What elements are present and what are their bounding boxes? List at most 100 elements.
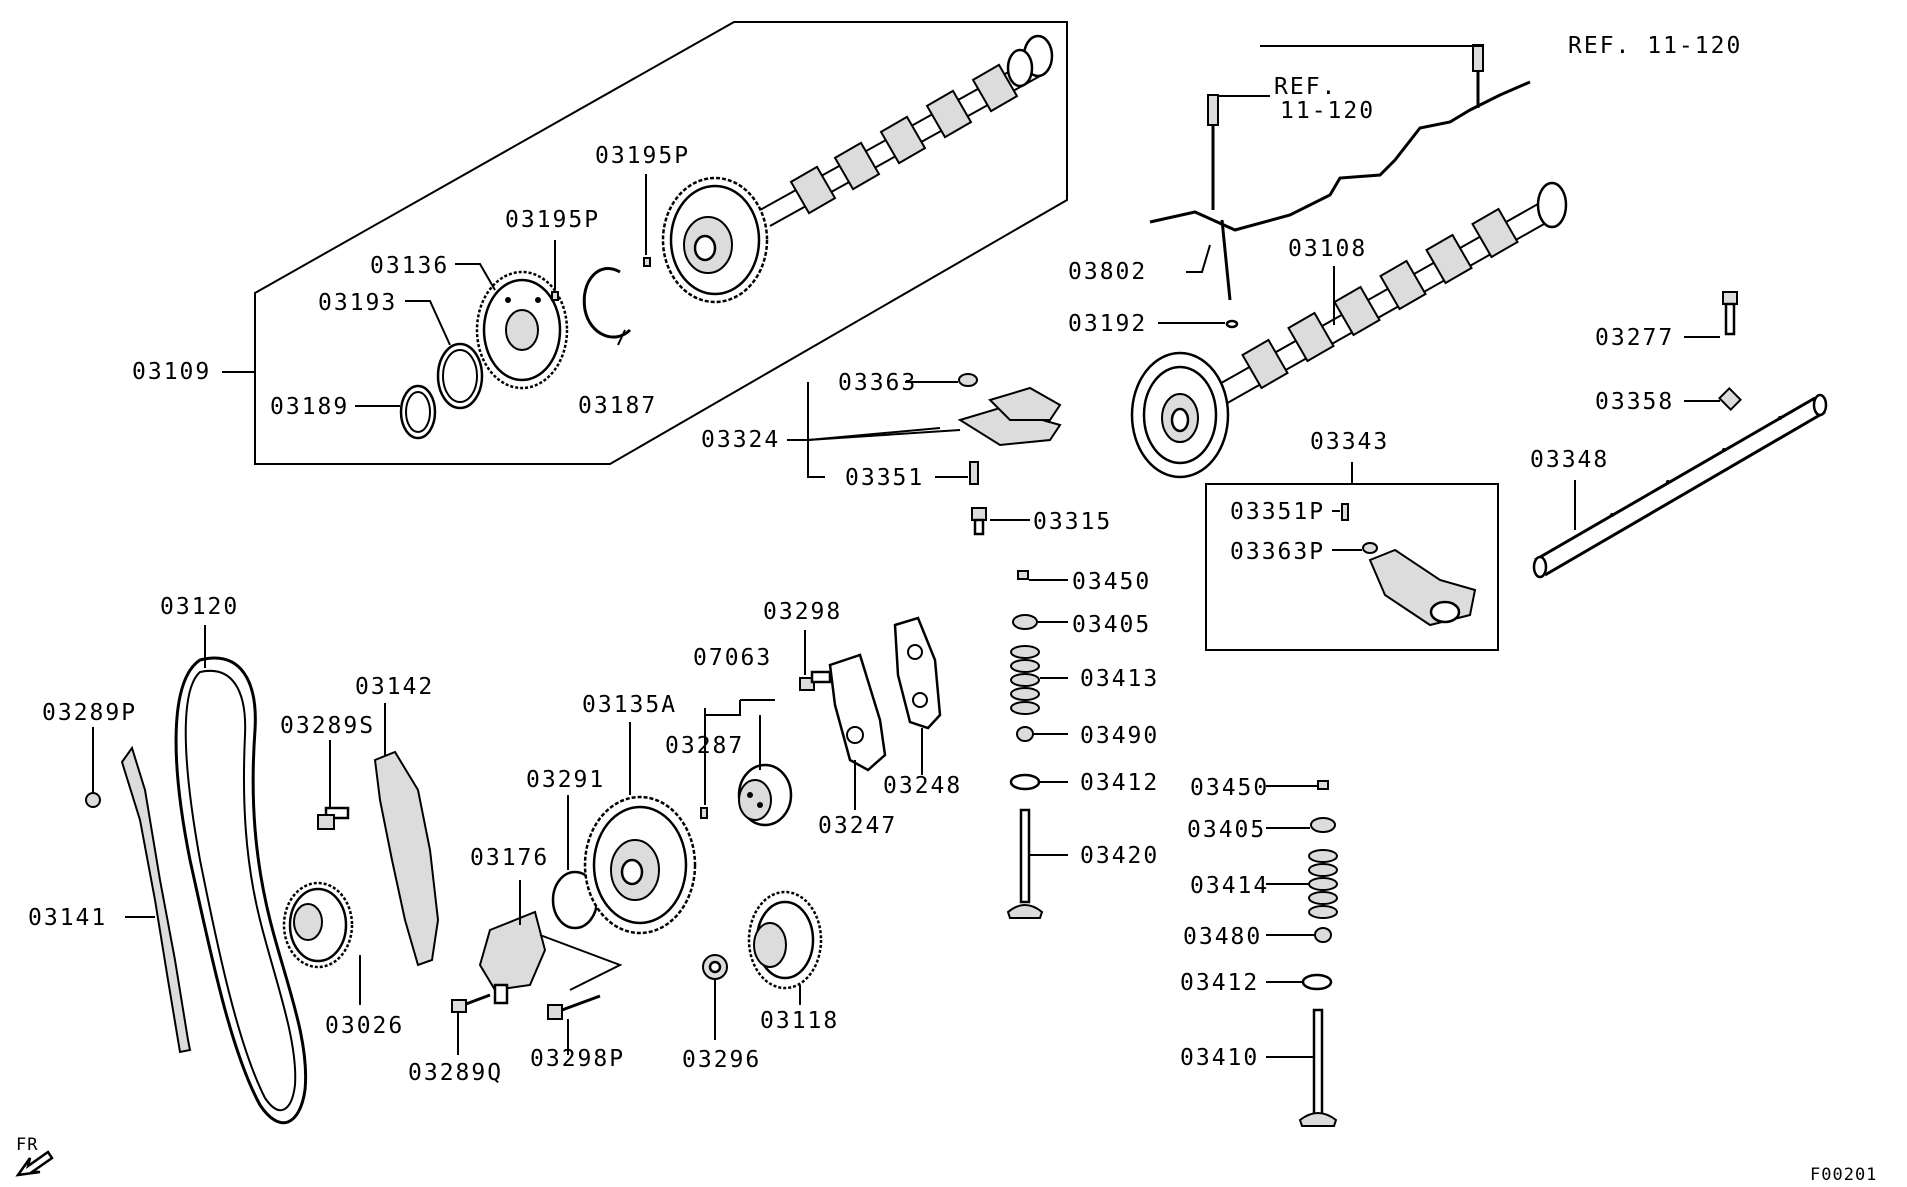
leader-lines: [92, 45, 1720, 1058]
label-03420: 03420: [1080, 843, 1159, 869]
label-03412-a: 03412: [1080, 770, 1159, 796]
label-03351P: 03351P: [1230, 499, 1325, 525]
label-03348: 03348: [1530, 447, 1609, 473]
keeper-03450-a: [1017, 570, 1029, 580]
spring-03351: [969, 461, 979, 485]
seal-03480: [1314, 927, 1332, 943]
retainer-03405-b: [1310, 817, 1336, 833]
label-03315: 03315: [1033, 509, 1112, 535]
tensioner-arm-03142: [373, 750, 440, 967]
label-03187: 03187: [578, 393, 657, 419]
camshaft-intake-illustration: [661, 34, 1054, 304]
gasket-03247: [828, 653, 887, 772]
label-03289S: 03289S: [280, 713, 375, 739]
label-03480: 03480: [1183, 924, 1262, 950]
label-03247: 03247: [818, 813, 897, 839]
cap-03363P: [1362, 542, 1378, 554]
label-03176: 03176: [470, 845, 549, 871]
front-arrow-icon: [15, 1150, 54, 1177]
spring-03413: [1010, 645, 1040, 715]
bolt-03289S: [317, 806, 350, 830]
label-03802: 03802: [1068, 259, 1147, 285]
seat-03412-a: [1009, 773, 1041, 791]
label-diagram-code: F00201: [1810, 1165, 1877, 1185]
rocker-arm-03343: [1368, 548, 1477, 627]
label-03450-a: 03450: [1072, 569, 1151, 595]
bolt-03289Q: [451, 993, 491, 1013]
label-03296: 03296: [682, 1047, 761, 1073]
sprocket-03118: [747, 890, 823, 990]
label-03195P-a: 03195P: [505, 207, 600, 233]
bolt-03315: [971, 507, 987, 536]
oil-pipe-03802: [1149, 44, 1531, 301]
label-ref-mid-2: 11-120: [1280, 98, 1375, 124]
label-03450-b: 03450: [1190, 775, 1269, 801]
label-03136: 03136: [370, 253, 449, 279]
label-03189: 03189: [270, 394, 349, 420]
label-03490: 03490: [1080, 723, 1159, 749]
gasket-03248: [893, 616, 942, 730]
label-03195P-b: 03195P: [595, 143, 690, 169]
label-03405-b: 03405: [1187, 817, 1266, 843]
valve-03410: [1298, 1008, 1338, 1127]
label-03108: 03108: [1288, 236, 1367, 262]
label-03277: 03277: [1595, 325, 1674, 351]
label-03363: 03363: [838, 370, 917, 396]
rocker-arm-03324: [957, 386, 1062, 447]
label-03412-b: 03412: [1180, 970, 1259, 996]
label-03343: 03343: [1310, 429, 1389, 455]
gear-03136-illustration: [475, 270, 569, 390]
label-front-direction: FR: [16, 1135, 38, 1155]
ring-03193: [436, 342, 484, 410]
hub-07063: [737, 763, 793, 827]
label-03413: 03413: [1080, 666, 1159, 692]
guide-03141: [120, 745, 192, 1054]
bolt-03289P: [85, 792, 101, 808]
spring-03414: [1308, 849, 1338, 919]
label-03405-a: 03405: [1072, 612, 1151, 638]
label-03135A: 03135A: [582, 692, 677, 718]
label-03192: 03192: [1068, 311, 1147, 337]
oring-03192: [1225, 319, 1239, 329]
label-ref-mid-1: REF.: [1274, 74, 1337, 100]
label-07063: 07063: [693, 645, 772, 671]
label-03142: 03142: [355, 674, 434, 700]
label-03289P: 03289P: [42, 700, 137, 726]
gear-03135A: [583, 795, 697, 935]
label-03351: 03351: [845, 465, 924, 491]
label-03248: 03248: [883, 773, 962, 799]
label-03118: 03118: [760, 1008, 839, 1034]
bolt-03298-top: [799, 670, 832, 691]
washer-03358: [1717, 386, 1743, 412]
label-03358: 03358: [1595, 389, 1674, 415]
bolt-03298P: [547, 994, 601, 1020]
retainer-03405-a: [1012, 614, 1038, 630]
label-03291: 03291: [526, 767, 605, 793]
label-03120: 03120: [160, 594, 239, 620]
label-03414: 03414: [1190, 873, 1269, 899]
label-03363P: 03363P: [1230, 539, 1325, 565]
label-03298-top: 03298: [763, 599, 842, 625]
sprocket-03026: [282, 881, 354, 969]
label-03026: 03026: [325, 1013, 404, 1039]
snap-ring-03187: [582, 266, 632, 339]
label-03287: 03287: [665, 733, 744, 759]
nut-03296: [702, 954, 728, 980]
label-03324: 03324: [701, 427, 780, 453]
valve-03420: [1006, 808, 1044, 919]
label-03141: 03141: [28, 905, 107, 931]
seal-03490: [1016, 726, 1034, 742]
cap-03363: [958, 373, 978, 387]
seat-03412-b: [1301, 973, 1333, 991]
label-03410: 03410: [1180, 1045, 1259, 1071]
tensioner-03176: [478, 910, 547, 1005]
ring-03193-inner: [442, 349, 478, 403]
pin-03287: [700, 807, 708, 819]
label-03109: 03109: [132, 359, 211, 385]
assembly-frame-03109: [254, 21, 1068, 465]
camshaft-exhaust-illustration: [1130, 181, 1568, 479]
rocker-shaft-03348: [1532, 393, 1828, 579]
pin-03195P-a: [551, 291, 559, 301]
label-ref-top-right: REF. 11-120: [1568, 33, 1742, 59]
